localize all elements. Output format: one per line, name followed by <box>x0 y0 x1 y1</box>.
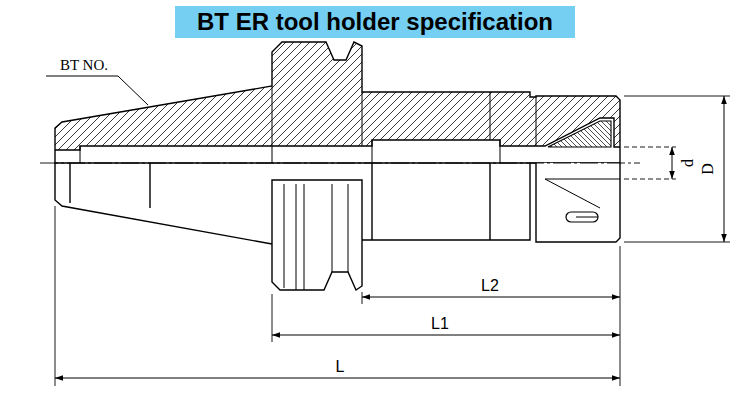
title-banner: BT ER tool holder specification <box>175 6 575 38</box>
inner-feature-lines <box>80 86 536 163</box>
collet-lines <box>545 179 620 208</box>
extension-lines-dashed <box>624 147 676 179</box>
flange-outline <box>272 180 362 290</box>
dimension-label: d <box>680 158 697 168</box>
part-label: BT NO. <box>59 58 109 74</box>
dimension-label: D <box>700 162 717 176</box>
collet-slot <box>566 212 598 222</box>
dimension-line <box>672 147 673 179</box>
nut-outline <box>536 163 620 242</box>
flange-groove-lines <box>284 184 348 290</box>
collet-slot-line <box>576 217 598 218</box>
taper-outline <box>55 163 272 244</box>
center-line <box>40 163 640 164</box>
extension-lines <box>55 96 730 386</box>
section-body <box>55 42 620 163</box>
dimension-line <box>272 335 620 336</box>
dimension-line <box>724 96 725 242</box>
collet-section <box>548 121 611 147</box>
dimension-label: L2 <box>480 278 500 295</box>
dimension-label: L1 <box>430 316 450 333</box>
leader-line <box>46 76 148 105</box>
dimension-line <box>362 297 620 298</box>
dimension-label: L <box>335 359 346 376</box>
body-outline <box>362 163 530 240</box>
dimension-line <box>55 378 620 379</box>
